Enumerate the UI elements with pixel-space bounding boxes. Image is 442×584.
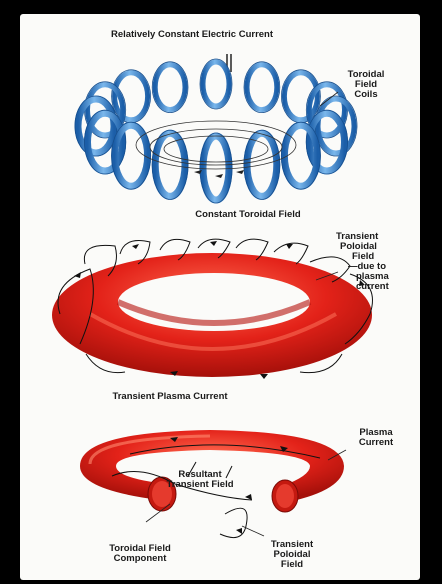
plasma-torus [52,253,372,377]
coil [200,59,232,109]
diagram-panel: Relatively Constant Electric Current Tor… [20,14,420,580]
toroidal-field-coils [75,54,357,203]
coil [200,133,232,203]
label-toroidal-field-coils: Toroidal Field Coils [336,70,396,100]
coil [244,62,280,113]
label-constant-current: Relatively Constant Electric Current [42,30,342,40]
label-plasma-current: Plasma Current [346,428,406,448]
label-toroidal-field-component: Toroidal Field Component [90,544,190,564]
coil [75,96,117,156]
label-transient-poloidal-field-bottom: Transient Poloidal Field [252,540,332,570]
coil [152,62,188,113]
label-resultant-transient-field: Resultant Transient Field [140,470,260,490]
label-transient-plasma-current: Transient Plasma Current [70,392,270,402]
label-transient-poloidal-field: Transient Poloidal Field —due to plasma … [336,232,416,292]
label-constant-toroidal-field: Constant Toroidal Field [148,210,348,220]
